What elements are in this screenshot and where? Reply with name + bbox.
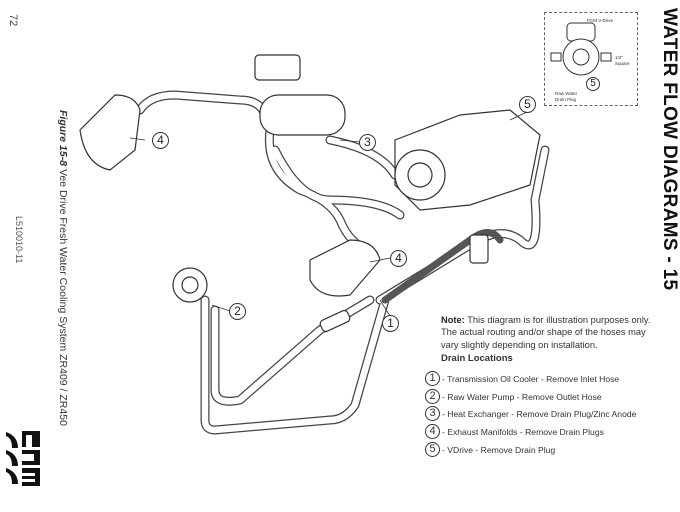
leader-lines [129,111,528,317]
drain-item: 5- VDrive - Remove Drain Plug [425,442,555,457]
coolant-reservoir [254,54,301,81]
drain-text: - Raw Water Pump - Remove Outlet Hose [442,391,602,402]
drain-number: 1 [425,371,440,386]
vdrive-inset: PCM V-Drive 1/2" Square 5 Raw Water Drai… [544,12,638,106]
drain-number: 3 [425,406,440,421]
exhaust-manifold-right [309,239,381,297]
strainer [469,234,489,264]
callout-vdrive: 5 [519,96,536,113]
drain-number: 4 [425,424,440,439]
callout-heat-exchanger: 3 [359,134,376,151]
inset-plug-label: Raw Water Drain Plug [555,91,578,102]
drain-text: - Heat Exchanger - Remove Drain Plug/Zin… [442,408,637,419]
oil-cooler [319,309,351,333]
inset-title: PCM V-Drive [587,18,614,23]
drain-number: 2 [425,389,440,404]
callout-oil-cooler: 1 [382,315,399,332]
callout-exhaust-manifold-left: 4 [152,132,169,149]
drain-item: 2- Raw Water Pump - Remove Outlet Hose [425,389,602,404]
inset-square-label: 1/2" Square [615,55,630,66]
drain-item: 4- Exhaust Manifolds - Remove Drain Plug… [425,424,604,439]
callout-raw-water-pump: 2 [229,303,246,320]
drain-text: - Exhaust Manifolds - Remove Drain Plugs [442,426,604,437]
note-body: This diagram is for illustration purpose… [441,315,651,350]
drain-item: 3- Heat Exchanger - Remove Drain Plug/Zi… [425,406,636,421]
note-text: Note: This diagram is for illustration p… [441,314,661,351]
vdrive-illustration [550,22,612,76]
drain-locations-title: Drain Locations [441,353,513,364]
inset-callout: 5 [586,77,600,91]
exhaust-manifold-left [79,94,141,171]
hoses-fill [136,91,549,434]
heat-exchanger [259,94,346,136]
callout-exhaust-manifold-right: 4 [390,250,407,267]
drain-item: 1- Transmission Oil Cooler - Remove Inle… [425,371,619,386]
drain-number: 5 [425,442,440,457]
pcm-logo [4,428,44,495]
note-label: Note: [441,315,465,325]
drain-text: - Transmission Oil Cooler - Remove Inlet… [442,373,620,384]
drain-text: - VDrive - Remove Drain Plug [442,444,556,455]
components [79,54,541,333]
